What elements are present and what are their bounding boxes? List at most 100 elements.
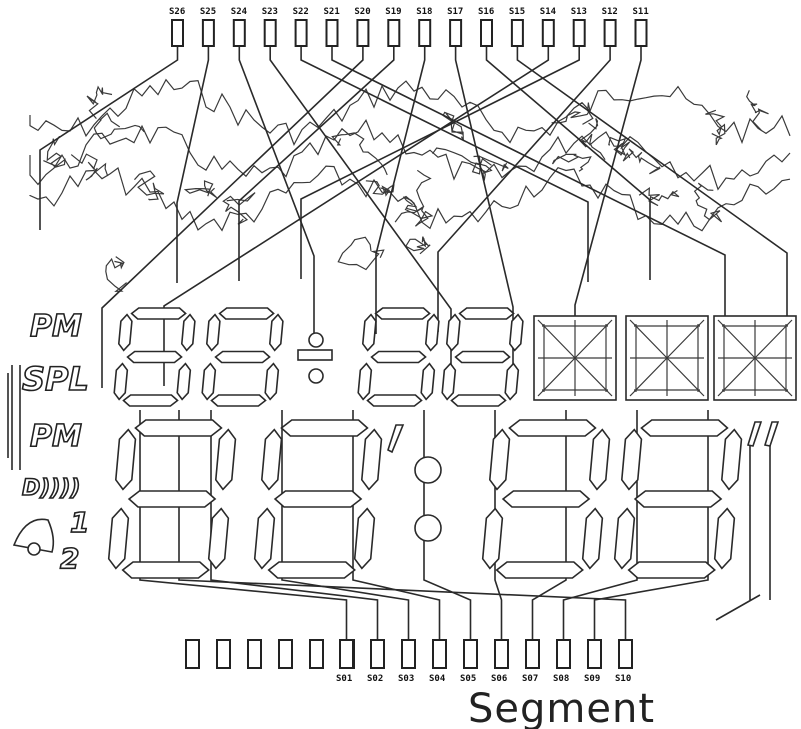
world-map-outline [29,78,791,292]
top-pin [480,19,493,47]
top-pin-label: S21 [324,7,340,17]
pm-top-indicator: PM [30,309,82,344]
trace [375,46,426,334]
map-coastline-fragment [70,153,109,181]
trace [300,46,589,282]
unused-pin [278,639,293,669]
top-pin-label: S23 [262,7,278,17]
trace [715,445,771,621]
bottom-pin-label: S05 [460,674,476,684]
trace [516,46,788,333]
map-coastline-fragment [337,236,385,271]
trace [300,46,580,279]
map-coastline-fragment [622,148,661,175]
map-coastline-fragment [693,182,723,223]
bottom-pin [370,639,385,669]
trace [423,410,472,640]
alarm-1-indicator: 1 [70,506,89,539]
alarm-2-indicator: 2 [60,542,79,575]
map-coastline-fragment [746,90,769,131]
map-coastline-fragment [222,192,256,225]
bottom-pin-label: S04 [429,674,446,684]
large-digit [481,419,611,579]
top-pin-label: S22 [293,7,309,17]
bottom-pin [432,639,447,669]
top-pin-label: S24 [231,7,248,17]
bottom-pin [556,639,571,669]
trace [163,46,550,386]
map-contour [29,78,791,146]
small-digit [441,307,524,407]
bottom-pin [494,639,509,669]
trace [39,46,179,230]
top-pin-label: S16 [478,7,494,17]
map-coastline-fragment [134,170,165,201]
top-pin [634,19,648,47]
map-coastline-fragment [551,102,594,125]
trace [238,46,395,281]
top-pin-label: S19 [385,7,401,17]
pm-bottom-indicator: PM [30,419,82,454]
top-pin [510,19,524,47]
top-pin [171,19,184,47]
bell-icon [12,518,55,556]
map-coastline-fragment [579,118,606,160]
top-pin [449,19,463,47]
trace [593,410,709,640]
top-pin-label: S12 [602,7,618,17]
top-pin-label: S25 [200,7,216,17]
top-pin [418,19,432,47]
small-digit [357,307,440,407]
map-coastline-fragment [551,153,592,172]
small-digit-row [113,307,524,407]
unused-pin [216,639,231,669]
unused-pin [309,639,324,669]
top-pin-label: S26 [169,7,185,17]
map-coastline-fragment [608,136,631,157]
map-coastline-fragment [43,135,66,168]
bottom-pin-label: S02 [367,674,383,684]
map-coastline-fragment [365,180,395,197]
top-pin-label: S20 [354,7,370,17]
bottom-pin [339,639,354,669]
bottom-pin-label: S09 [584,674,600,684]
top-pin-label: S13 [571,7,587,17]
unused-pin [247,639,262,669]
bottom-pin [525,639,540,669]
map-coastline-fragment [432,147,509,172]
large-digit-row [107,419,743,579]
bottom-pin [587,639,602,669]
unused-pin [185,639,200,669]
alphanumeric-digit [625,315,709,401]
map-coastline-fragment [638,187,680,207]
map-coastline-fragment [394,206,434,227]
small-colon [297,332,333,384]
trace [437,46,611,332]
top-pin-label: S14 [540,7,557,17]
top-pin [201,19,215,47]
map-coastline-fragment [183,180,218,199]
bottom-pin-label: S03 [398,674,414,684]
bottom-pin-label: S06 [491,674,507,684]
large-digit [253,419,383,579]
bottom-pin [618,639,633,669]
trace [176,46,210,283]
large-digit [107,419,237,579]
map-coastline-fragment [93,112,145,140]
top-pin-label: S18 [416,7,432,17]
bottom-pin-label: S10 [615,674,631,684]
top-pin [263,19,277,47]
signal-icon: D)))) [22,476,80,501]
top-pin [356,19,370,47]
trace [178,410,627,640]
small-digit [201,307,284,407]
top-pin [325,19,339,47]
top-pin [294,19,308,47]
small-digit [113,307,196,407]
map-contour [29,165,791,232]
bottom-pin-label: S01 [336,674,352,684]
large-digit [613,419,743,579]
